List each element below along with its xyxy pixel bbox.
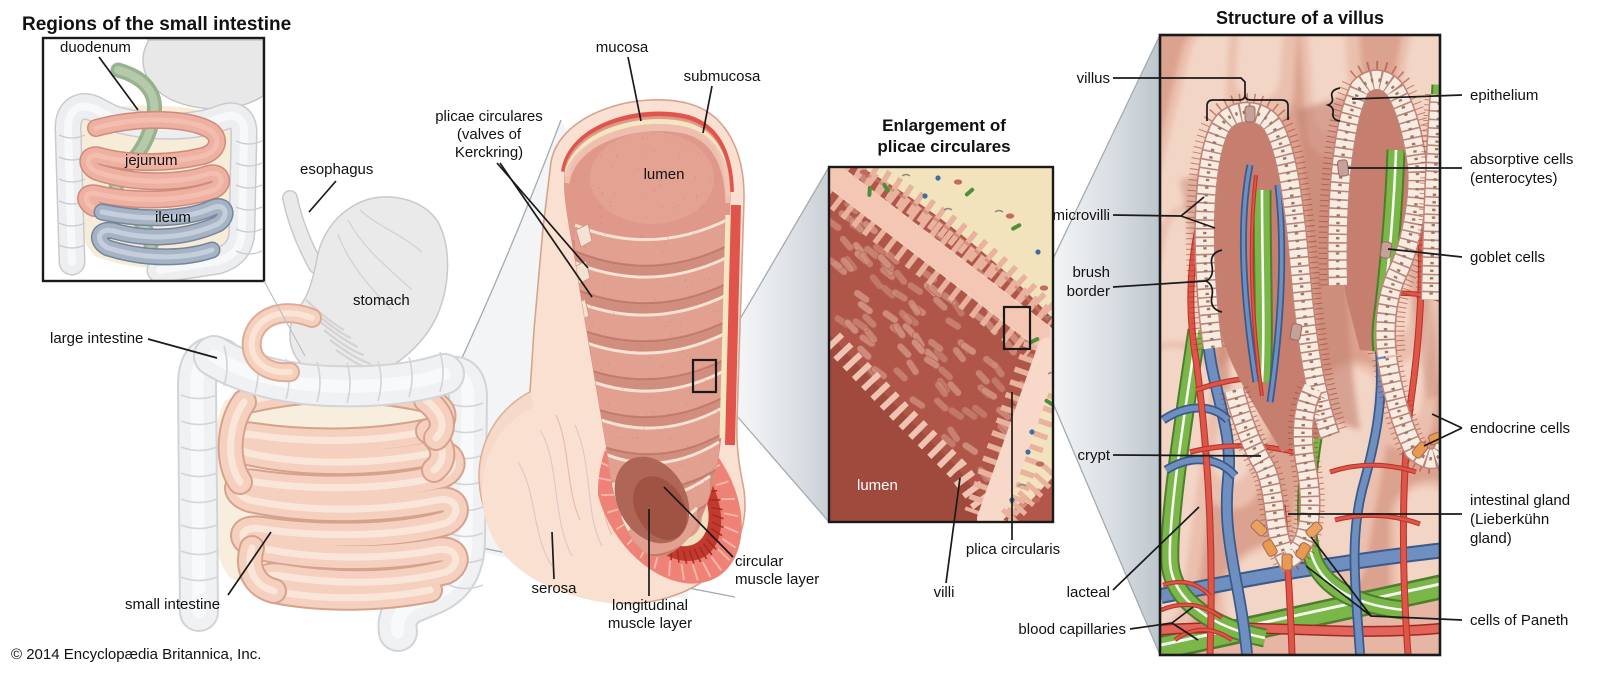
- svg-text:lumen: lumen: [644, 166, 685, 183]
- svg-text:plicae circulares: plicae circulares: [877, 137, 1010, 156]
- svg-text:(Lieberkühn: (Lieberkühn: [1470, 511, 1549, 528]
- svg-text:duodenum: duodenum: [60, 39, 131, 56]
- svg-text:epithelium: epithelium: [1470, 87, 1538, 104]
- svg-text:goblet cells: goblet cells: [1470, 249, 1545, 266]
- svg-text:plica circularis: plica circularis: [966, 541, 1060, 558]
- svg-text:blood capillaries: blood capillaries: [1018, 621, 1126, 638]
- svg-text:cells of Paneth: cells of Paneth: [1470, 612, 1568, 629]
- svg-text:longitudinal: longitudinal: [612, 597, 688, 614]
- svg-text:esophagus: esophagus: [300, 161, 373, 178]
- svg-text:muscle layer: muscle layer: [608, 615, 692, 632]
- svg-text:ileum: ileum: [155, 209, 191, 226]
- svg-text:intestinal gland: intestinal gland: [1470, 492, 1570, 509]
- svg-text:endocrine cells: endocrine cells: [1470, 420, 1570, 437]
- svg-text:gland): gland): [1470, 530, 1512, 547]
- svg-text:absorptive cells: absorptive cells: [1470, 151, 1573, 168]
- svg-text:(enterocytes): (enterocytes): [1470, 170, 1558, 187]
- svg-text:border: border: [1067, 283, 1110, 300]
- svg-text:large intestine: large intestine: [50, 330, 143, 347]
- svg-text:small intestine: small intestine: [125, 596, 220, 613]
- svg-text:villus: villus: [1077, 70, 1110, 87]
- svg-text:© 2014 Encyclopædia Britannica: © 2014 Encyclopædia Britannica, Inc.: [11, 646, 261, 663]
- svg-text:circular: circular: [735, 553, 783, 570]
- svg-text:Kerckring): Kerckring): [455, 144, 523, 161]
- svg-text:(valves of: (valves of: [457, 126, 522, 143]
- svg-text:Structure of a villus: Structure of a villus: [1216, 8, 1384, 28]
- svg-text:Enlargement of: Enlargement of: [882, 116, 1006, 135]
- svg-text:villi: villi: [934, 584, 955, 601]
- svg-text:Regions of the small intestine: Regions of the small intestine: [22, 14, 291, 35]
- svg-text:lumen: lumen: [857, 477, 898, 494]
- svg-text:lacteal: lacteal: [1067, 584, 1110, 601]
- svg-text:jejunum: jejunum: [124, 152, 178, 169]
- svg-text:muscle layer: muscle layer: [735, 571, 819, 588]
- svg-text:stomach: stomach: [353, 292, 410, 309]
- svg-text:crypt: crypt: [1077, 447, 1110, 464]
- svg-text:plicae circulares: plicae circulares: [435, 108, 543, 125]
- svg-text:brush: brush: [1072, 264, 1110, 281]
- svg-text:mucosa: mucosa: [596, 39, 649, 56]
- svg-text:microvilli: microvilli: [1053, 207, 1111, 224]
- svg-text:submucosa: submucosa: [684, 68, 761, 85]
- svg-text:serosa: serosa: [531, 580, 577, 597]
